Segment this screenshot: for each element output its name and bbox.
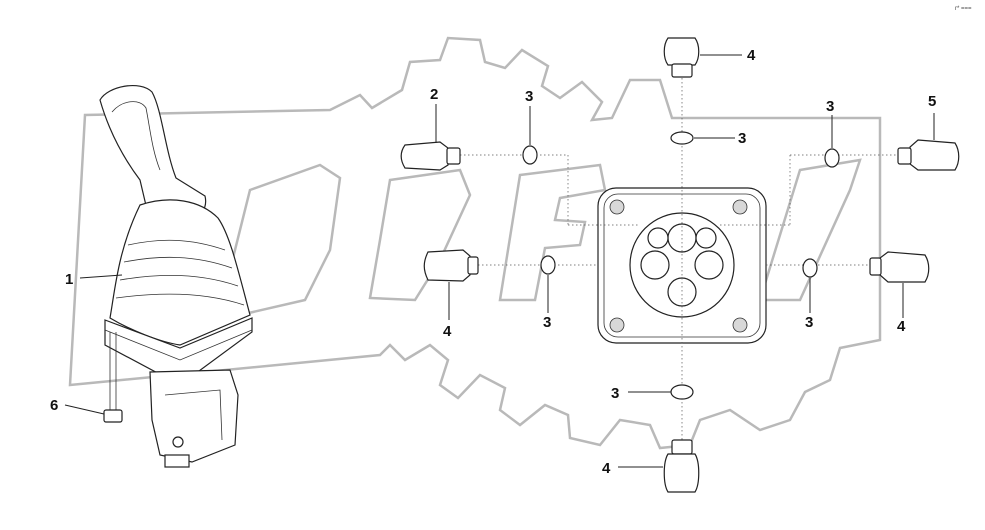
joystick-assembly [99,85,253,468]
callout-5: 5 [928,93,936,110]
fitting-top-left [400,141,461,171]
fitting-mid-right [869,251,930,283]
fitting-bottom [663,439,700,493]
oring-mid-right [802,258,818,278]
callout-3-mid-left: 3 [543,314,551,331]
screw [103,332,123,423]
corner-mark: r* === [955,6,972,12]
fitting-top-center [663,37,700,78]
callout-3-mid-right: 3 [805,314,813,331]
callout-2: 2 [430,86,438,103]
callout-4-bottom: 4 [602,460,611,477]
callout-3-top-center: 3 [738,130,746,147]
callout-4-mid-left: 4 [443,323,452,340]
fitting-mid-left [423,249,479,282]
callout-1: 1 [65,271,73,288]
callout-3-upper-right: 3 [826,98,834,115]
callout-4-mid-right: 4 [897,318,906,335]
callout-3-bottom: 3 [611,385,619,402]
oring-mid-left [540,255,556,275]
callout-6: 6 [50,397,58,414]
valve-block [597,187,767,344]
oring-bottom [670,384,694,400]
oring-upper-right [824,148,840,168]
fitting-upper-right [897,139,960,171]
callout-leaders [64,54,935,468]
callout-4-top-center: 4 [747,47,756,64]
callout-3-upper-left: 3 [525,88,533,105]
oring-upper-left [522,145,538,165]
oring-top-center [670,131,694,145]
